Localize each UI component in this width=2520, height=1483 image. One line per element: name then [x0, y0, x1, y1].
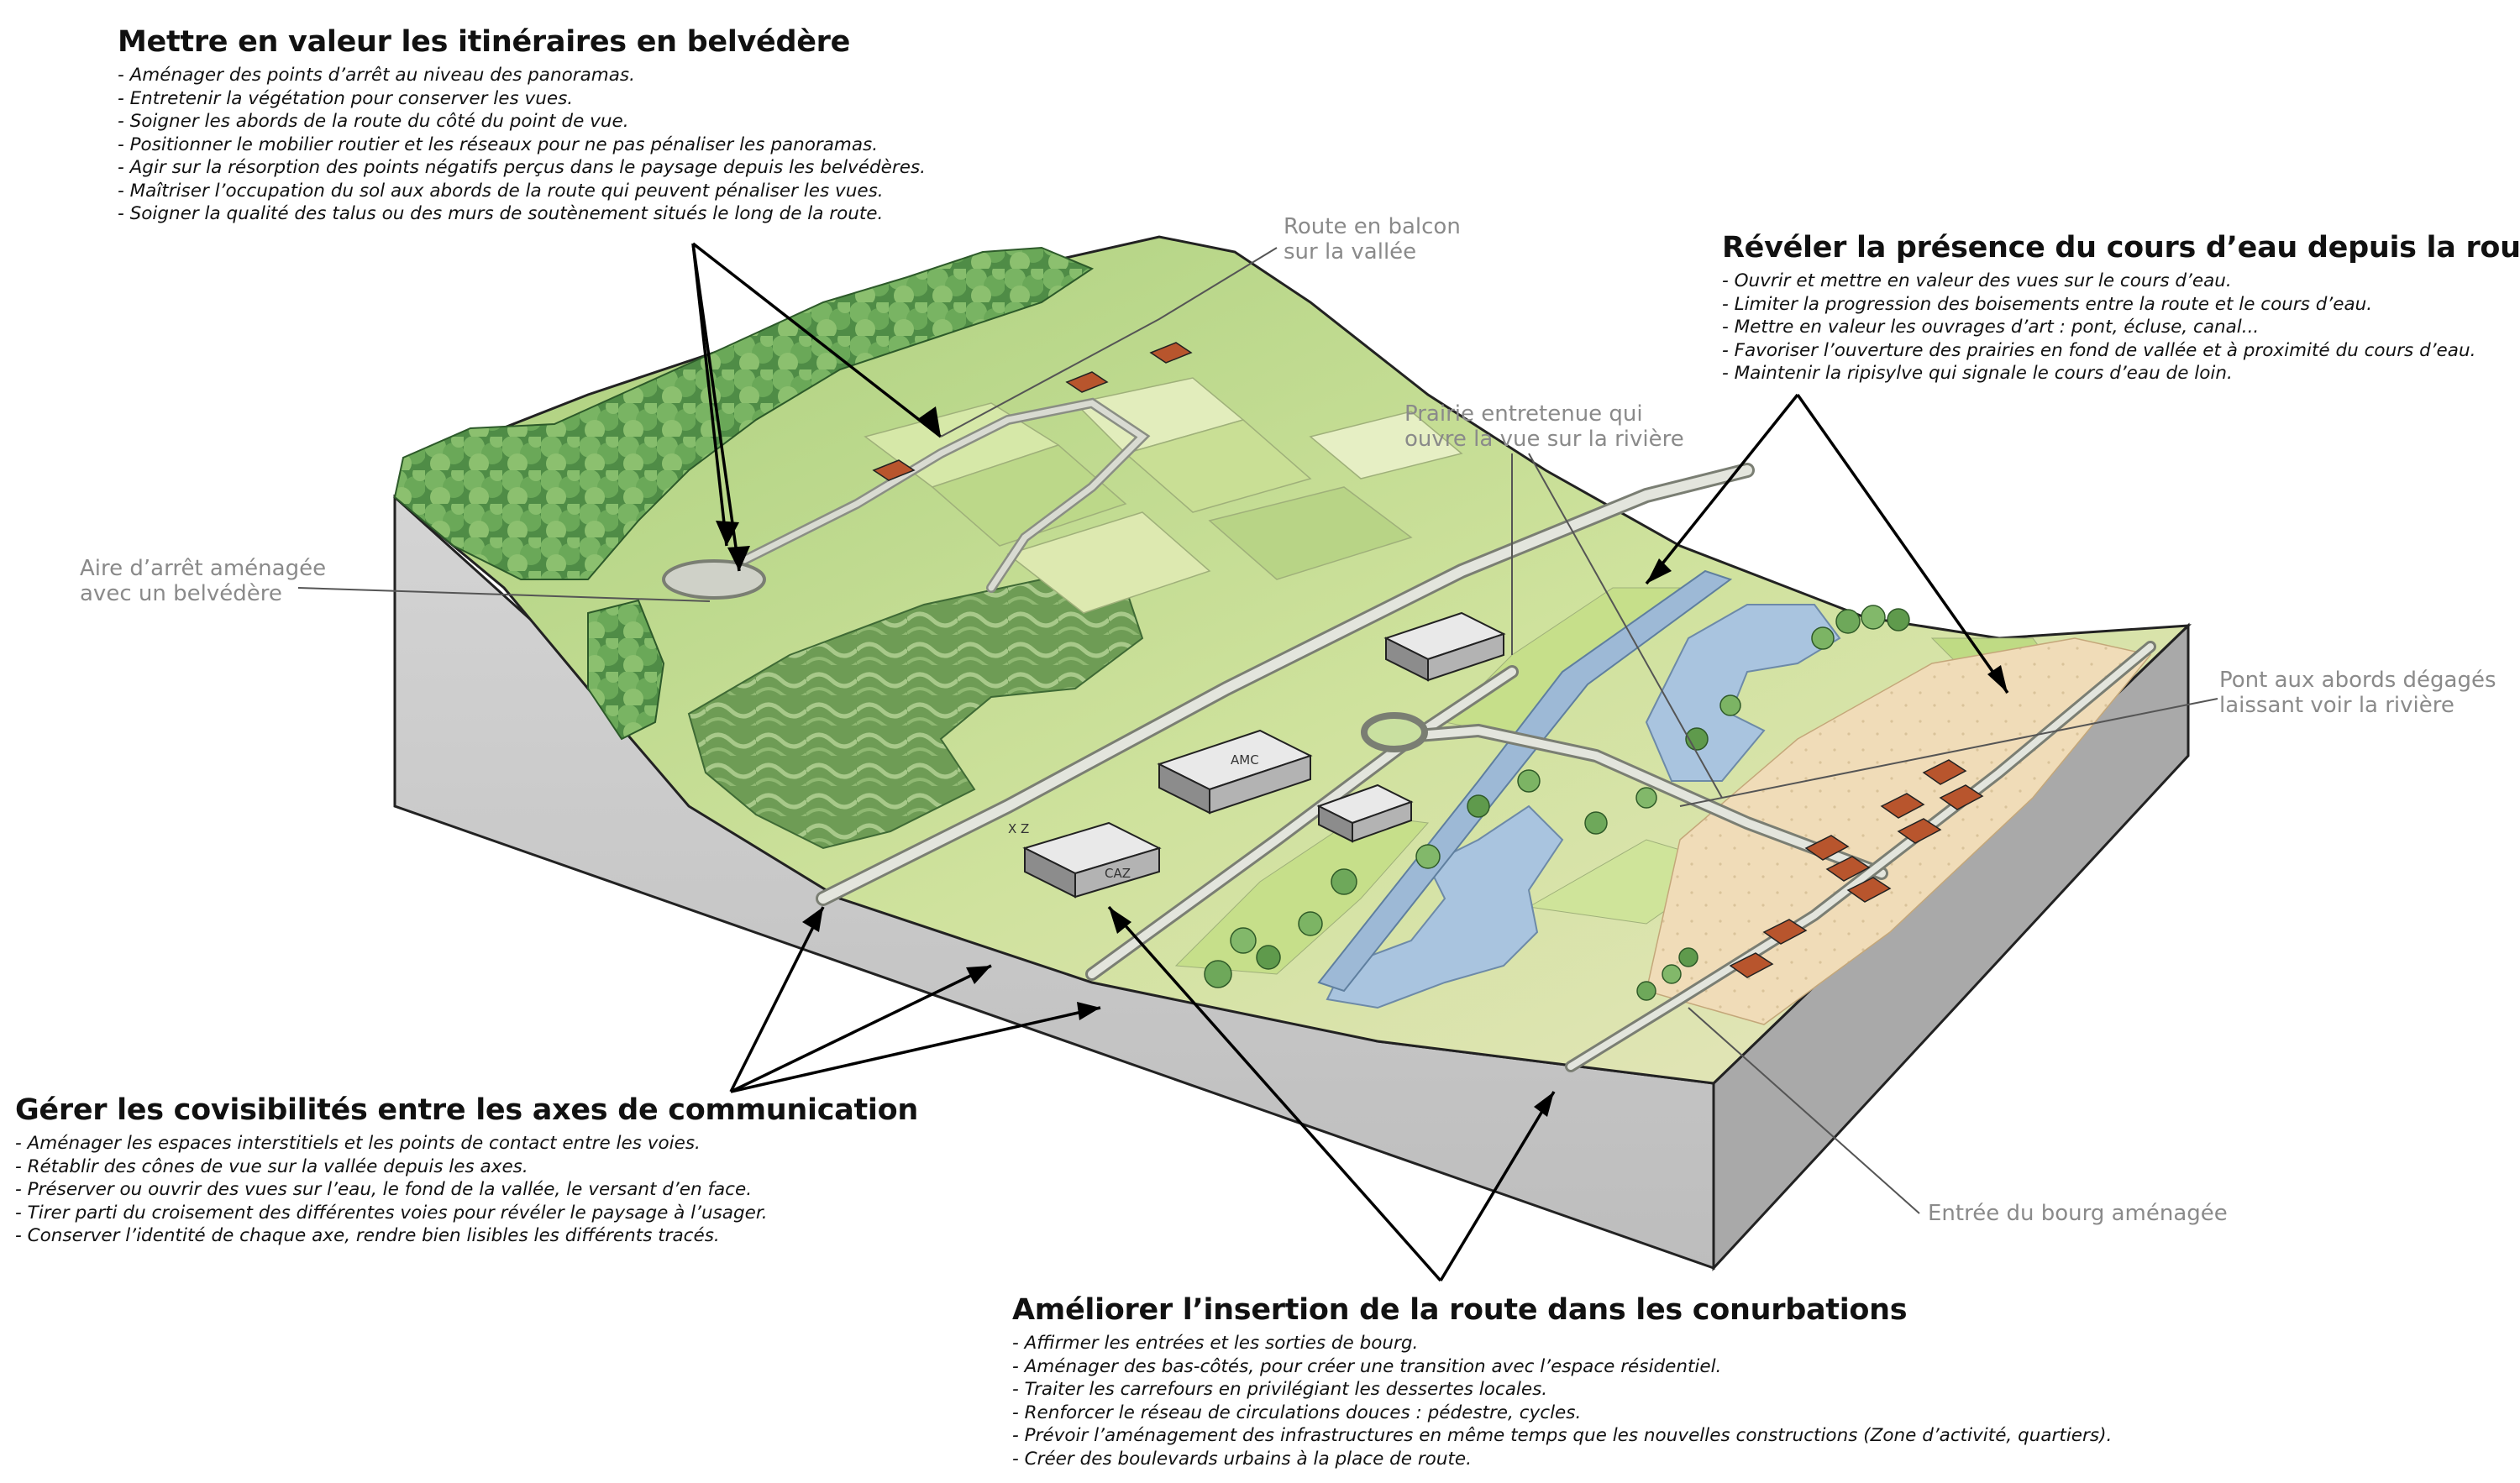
note-leader-lines — [297, 247, 2218, 1214]
note-pont: Pont aux abords dégagés laissant voir la… — [2219, 668, 2496, 718]
list-item: - Entretenir la végétation pour conserve… — [118, 87, 574, 109]
belvedere-list: - Aménager des points d’arrêt au niveau … — [118, 64, 926, 226]
list-item: - Soigner les abords de la route du côté… — [118, 111, 629, 132]
conurbations-block: Améliorer l’insertion de la route dans l… — [1012, 1293, 2112, 1470]
list-item: - Préserver ou ouvrir des vues sur l’eau… — [15, 1179, 753, 1200]
list-item: - Affirmer les entrées et les sorties de… — [1012, 1333, 1419, 1354]
wooded-canopy — [687, 578, 1144, 850]
list-item: - Limiter la progression des boisements … — [1722, 293, 2373, 315]
cours-eau-title: Révéler la présence du cours d’eau depui… — [1722, 231, 2520, 265]
sign-amc: AMC — [1231, 752, 1259, 768]
conurbations-list: - Affirmer les entrées et les sorties de… — [1012, 1332, 2112, 1470]
belvedere-block: Mettre en valeur les itinéraires en belv… — [118, 25, 926, 226]
list-item: - Créer des boulevards urbains à la plac… — [1012, 1448, 1472, 1470]
canal — [1317, 569, 1733, 993]
list-item: - Tirer parti du croisement des différen… — [15, 1202, 768, 1224]
note-prairie: Prairie entretenue qui ouvre la vue sur … — [1404, 401, 1684, 452]
list-item: - Ouvrir et mettre en valeur des vues su… — [1722, 270, 2232, 291]
sign-xz: X Z — [1008, 821, 1029, 836]
belvedere-title: Mettre en valeur les itinéraires en belv… — [118, 25, 851, 59]
main-leader-arrows — [691, 242, 2009, 1282]
cours-eau-list: - Ouvrir et mettre en valeur des vues su… — [1722, 270, 2520, 385]
list-item: - Mettre en valeur les ouvrages d’art : … — [1722, 317, 2260, 338]
list-item: - Maintenir la ripisylve qui signale le … — [1722, 363, 2233, 384]
cours-eau-block: Révéler la présence du cours d’eau depui… — [1722, 231, 2520, 385]
list-item: - Aménager des bas-côtés, pour créer une… — [1012, 1355, 1722, 1377]
list-item: - Traiter les carrefours en privilégiant… — [1012, 1379, 1548, 1400]
list-item: - Agir sur la résorption des points néga… — [118, 157, 926, 178]
note-entree-bourg: Entrée du bourg aménagée — [1928, 1201, 2228, 1226]
list-item: - Prévoir l’aménagement des infrastructu… — [1012, 1425, 2113, 1446]
river — [1326, 604, 1841, 1009]
covisibilites-list: - Aménager les espaces interstitiels et … — [15, 1132, 918, 1248]
list-item: - Positionner le mobilier routier et les… — [118, 134, 879, 155]
covisibilites-block: Gérer les covisibilités entre les axes d… — [15, 1093, 918, 1248]
hillside-forest — [393, 246, 1095, 580]
industrial-zone — [1022, 611, 1506, 899]
list-item: - Renforcer le réseau de circulations do… — [1012, 1402, 1582, 1423]
list-item: - Soigner la qualité des talus ou des mu… — [118, 203, 884, 224]
list-item: - Maîtriser l’occupation du sol aux abor… — [118, 180, 884, 202]
covisibilites-title: Gérer les covisibilités entre les axes d… — [15, 1093, 918, 1127]
lower-forest-strip — [587, 599, 665, 741]
village-houses — [872, 342, 1984, 978]
sign-caz: CAZ — [1105, 866, 1131, 881]
road-network — [701, 397, 2156, 1072]
list-item: - Favoriser l’ouverture des prairies en … — [1722, 339, 2476, 361]
roundabout — [1361, 712, 1428, 752]
list-item: - Aménager les espaces interstitiels et … — [15, 1133, 701, 1154]
list-item: - Conserver l’identité de chaque axe, re… — [15, 1225, 720, 1246]
conurbations-title: Améliorer l’insertion de la route dans l… — [1012, 1293, 1908, 1327]
note-aire-arret: Aire d’arrêt aménagée avec un belvédère — [80, 556, 327, 606]
belvedere-parking — [662, 559, 766, 600]
arrow-heads — [716, 406, 2008, 1117]
list-item: - Aménager des points d’arrêt au niveau … — [118, 65, 635, 86]
note-route-balcon: Route en balcon sur la vallée — [1284, 214, 1461, 265]
list-item: - Rétablir des cônes de vue sur la vallé… — [15, 1155, 528, 1177]
